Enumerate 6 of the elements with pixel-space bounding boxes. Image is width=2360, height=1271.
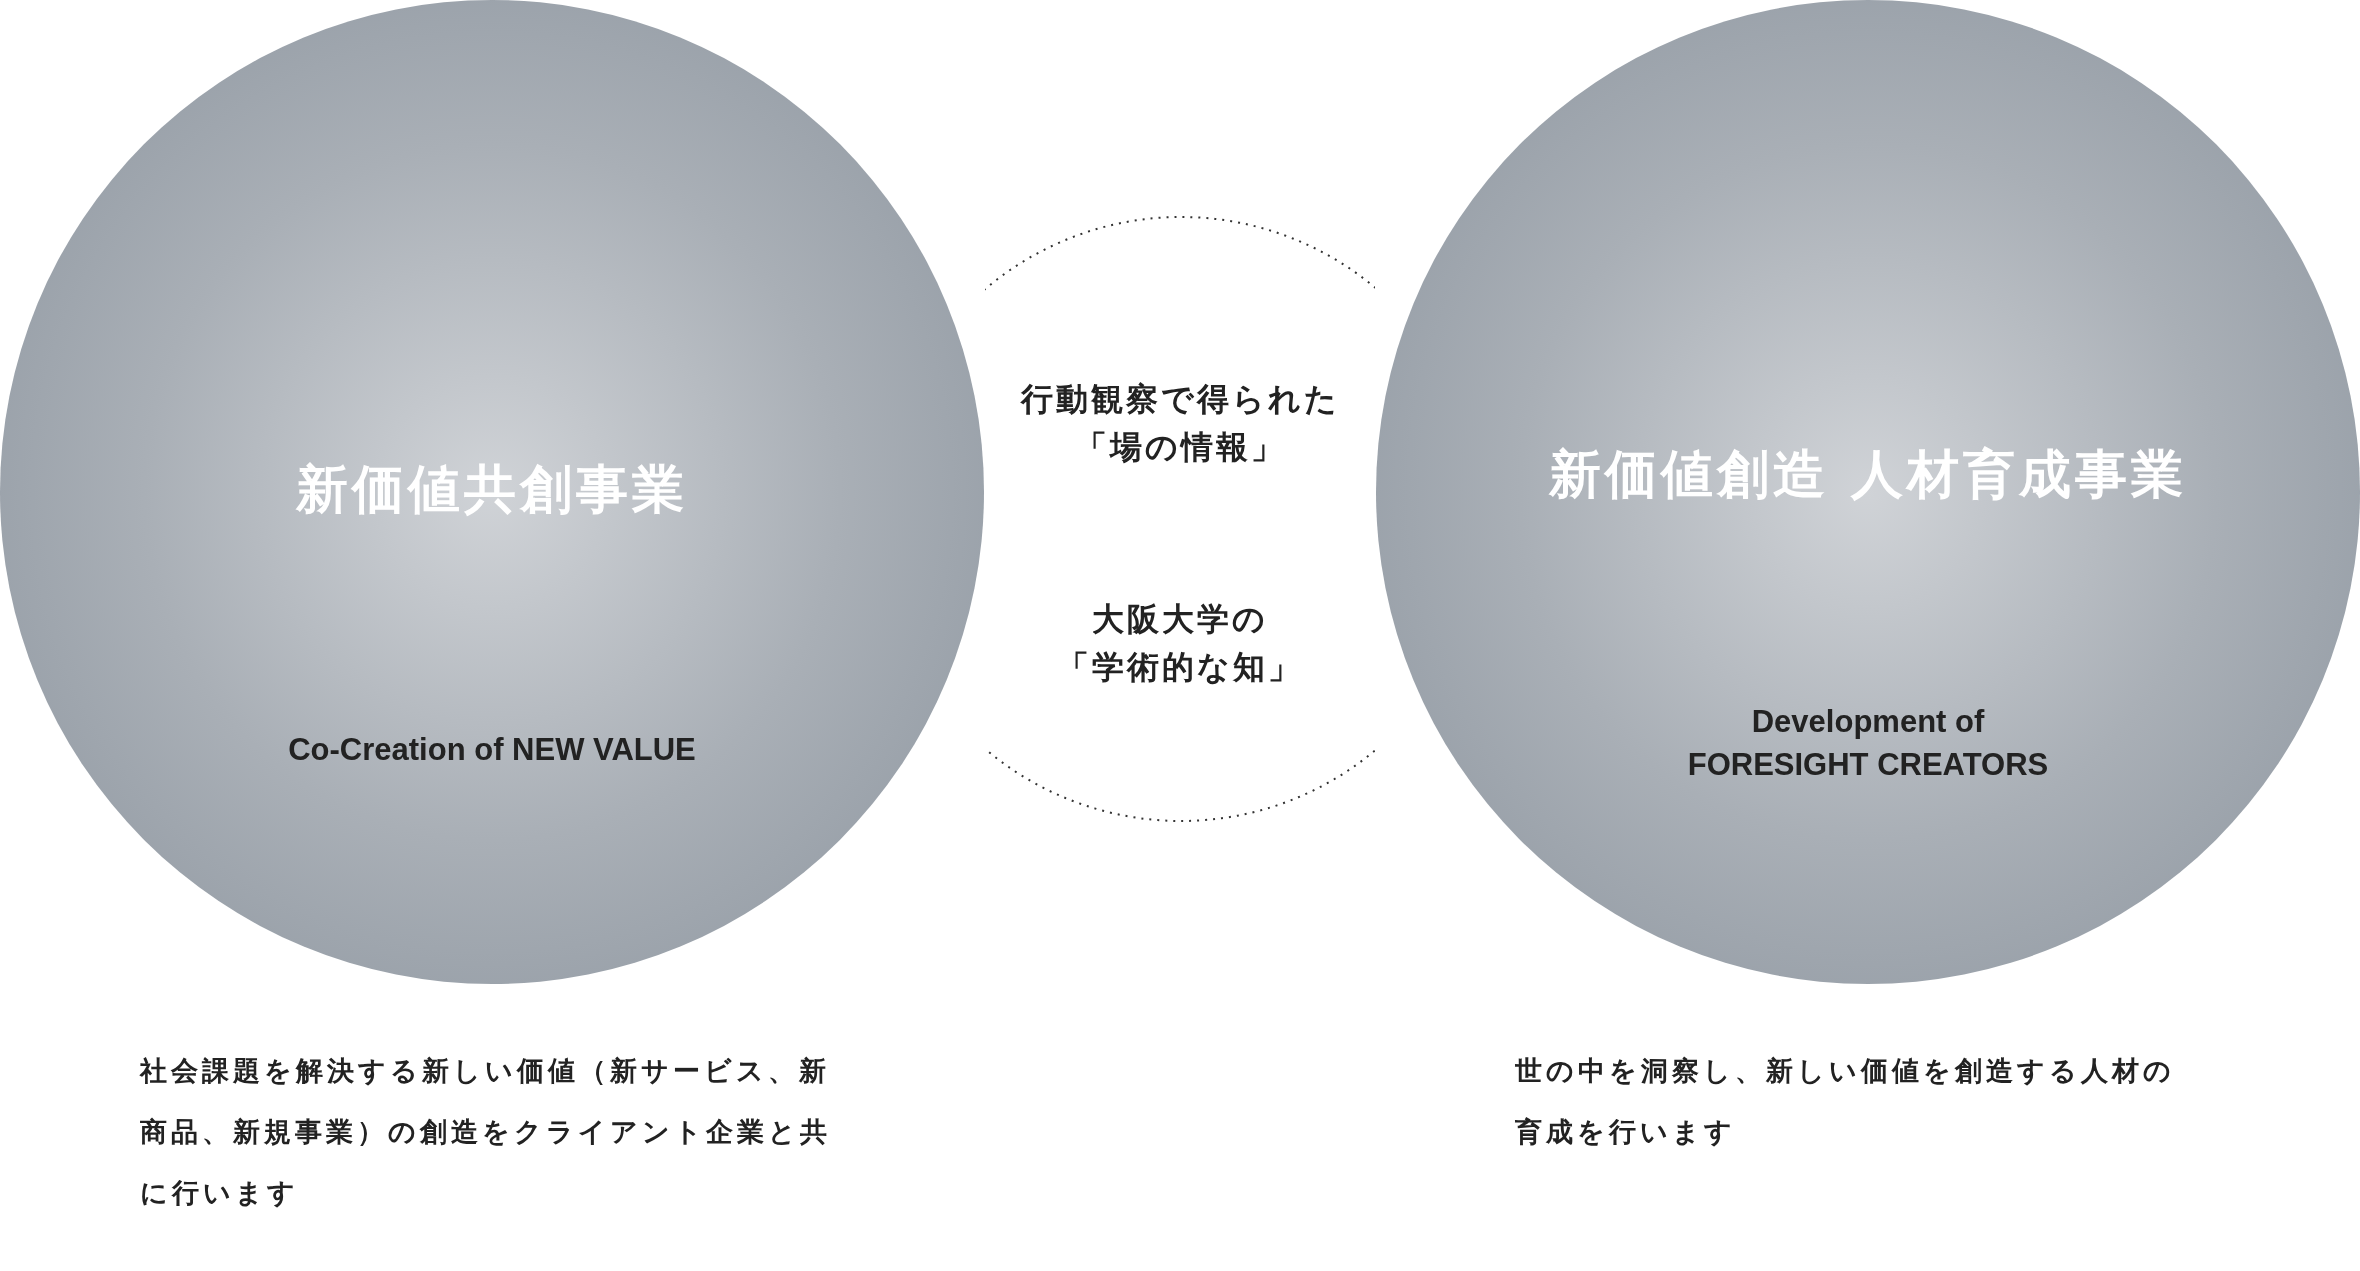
subtitle-text: Co-Creation of NEW VALUE	[287, 731, 697, 769]
subtitle-text: Development of FORESIGHT CREATORS	[1686, 703, 2050, 784]
description-text: 社会課題を解決する新しい価値（新サービス、新商品、新規事業）の創造をクライアント企業と共に行います	[140, 1054, 832, 1210]
description-text: 世の中を洞察し、新しい価値を創造する人材の育成を行います	[1515, 1054, 2176, 1149]
caption-text: 行動観察で得られた「場の情報」	[1019, 379, 1341, 468]
caption-text: 大阪大学の「学術的な知」	[1056, 599, 1304, 688]
